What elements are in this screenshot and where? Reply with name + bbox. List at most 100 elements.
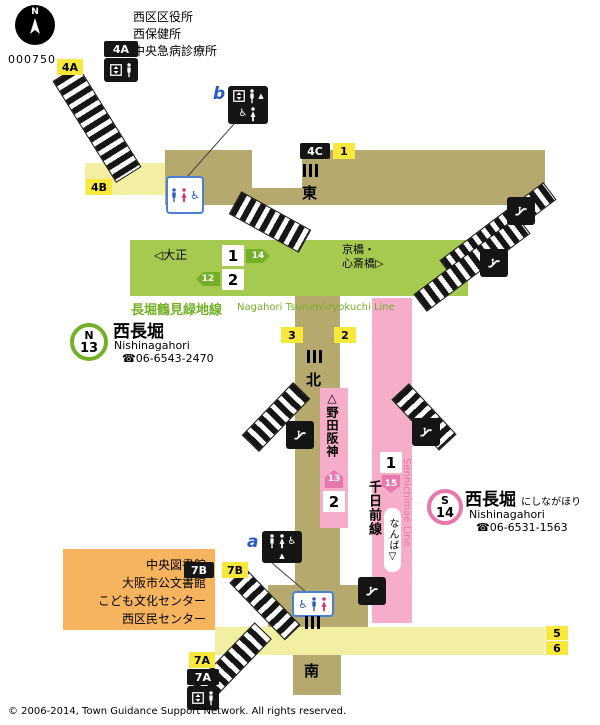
badge-station-number: 14	[435, 505, 455, 521]
pink-platform-1: 1	[380, 452, 402, 473]
north-needle-icon	[30, 18, 40, 34]
map-code: 000750	[8, 53, 56, 66]
legend-marker-a: a	[247, 532, 259, 552]
pink-dir-namba: なんば▽	[384, 508, 401, 572]
restroom-woman-icon	[180, 188, 188, 203]
corridor-north-concourse	[165, 150, 545, 205]
escalator-icon	[293, 428, 307, 442]
exit-3-yellow: 3	[281, 327, 303, 343]
station-name-green-jp: 西長堀	[113, 322, 164, 342]
corridor-south-yellow	[215, 627, 545, 655]
escalator-icon	[487, 256, 501, 270]
ticket-gate-south-icon	[305, 616, 320, 629]
station-name-pink-row: 西長堀 にしながほり	[465, 485, 581, 510]
badge-line-letter: S	[441, 493, 449, 507]
elevator-icon	[232, 89, 246, 103]
station-name-pink-jp: 西長堀	[465, 490, 516, 510]
landmarks-bottom: 中央図書館 大阪市公文書館 こども文化センター 西区民センター	[70, 556, 206, 628]
restroom-man-icon	[170, 188, 178, 203]
escalator-box-east-1	[507, 197, 535, 225]
dir-kyobashi-line1: 京橋・	[342, 243, 375, 256]
escalator-icon	[514, 204, 528, 218]
exit-7a-black-tag: 7A	[187, 669, 219, 685]
triangle-up-icon: ▲	[279, 552, 285, 560]
exit-4c-black-tag: 4C	[300, 143, 330, 159]
corridor-south-stub	[293, 655, 341, 695]
landmark-ward-office: 西区区役所	[133, 10, 194, 24]
pink-platform-2: 2	[323, 491, 345, 512]
exit-4b-yellow: 4B	[86, 179, 112, 195]
escalator-box-pink-south	[358, 577, 386, 605]
concourse-void	[252, 150, 302, 188]
restroom-man-icon	[310, 597, 318, 612]
exit-4a-black-tag: 4A	[104, 41, 138, 57]
station-name-pink-kana: にしながほり	[521, 497, 582, 508]
escalator-icon	[365, 584, 379, 598]
station-name-pink-en: Nishinagahori	[469, 508, 545, 521]
restroom-woman-icon	[278, 534, 286, 549]
escalator-icon	[419, 425, 433, 439]
green-line-name-jp: 長堀鶴見緑地線	[131, 303, 223, 318]
legend-b-facility-icons: ▲ ♿	[228, 86, 268, 124]
landmark-city-archives: 大阪市公文書館	[121, 576, 206, 590]
badge-station-number: 13	[79, 340, 99, 356]
wheelchair-icon: ♿	[298, 597, 308, 611]
station-tel-green: ☎06-6543-2470	[122, 352, 214, 365]
landmark-children-culture-center: こども文化センター	[97, 594, 206, 608]
exit-4a-facility-icons	[104, 58, 138, 82]
station-tel-pink: ☎06-6531-1563	[476, 521, 568, 534]
gate-east-label: 東	[302, 184, 318, 202]
green-dir-kyobashi: 京橋・ 心斎橋▷	[342, 243, 383, 271]
restroom-icon	[207, 691, 215, 706]
landmark-emergency-clinic: 中央急病診療所	[133, 44, 218, 58]
toilet-box-south: ♿	[292, 591, 334, 617]
ticket-gate-east-icon	[303, 164, 318, 177]
compass-n-label: N	[31, 7, 39, 17]
escalator-box-column-right	[412, 418, 440, 446]
badge-line-letter: N	[84, 328, 94, 342]
restroom-woman-icon	[249, 107, 257, 122]
landmark-ward-community-center: 西区民センター	[121, 612, 206, 626]
exit-7a-facility-icons	[187, 686, 219, 710]
exit-4a-yellow: 4A	[57, 59, 83, 75]
restroom-woman-icon	[320, 597, 328, 612]
exit-6-yellow: 6	[546, 641, 568, 655]
copyright-text: © 2006-2014, Town Guidance Support Netwo…	[8, 706, 347, 717]
elevator-icon	[109, 63, 123, 77]
landmark-health-center: 西保健所	[133, 27, 182, 41]
restroom-man-icon	[268, 534, 276, 549]
elevator-icon	[191, 691, 205, 705]
pink-dir-nodahanshin: △野田阪神	[325, 391, 339, 458]
ticket-gate-north-icon	[307, 350, 322, 363]
escalator-box-east-2	[480, 249, 508, 277]
green-next-station-14: 14	[246, 249, 270, 263]
exit-7b-yellow: 7B	[222, 562, 248, 578]
gate-south-label: 南	[304, 662, 320, 680]
legend-a-facility-icons: ♿ ▲	[262, 531, 302, 563]
pink-next-station-15: 15	[382, 475, 400, 493]
green-line-name-en: Nagahori Tsurumi-ryokuchi Line	[237, 302, 395, 313]
green-platform-1: 1	[222, 245, 244, 266]
wheelchair-icon: ♿	[190, 188, 200, 202]
green-platform-2: 2	[222, 269, 244, 290]
restroom-icon	[125, 63, 133, 78]
pink-line-name-jp: 千日前線	[366, 480, 381, 536]
legend-marker-b: b	[213, 84, 226, 104]
wheelchair-icon: ♿	[238, 108, 248, 119]
station-badge-n13: N 13	[70, 323, 108, 361]
exit-7b-black-tag: 7B	[184, 562, 214, 578]
green-next-station-12: 12	[196, 272, 220, 286]
exit-2-yellow: 2	[334, 327, 356, 343]
pink-line-name-en: Sennichimae Line	[401, 458, 412, 547]
green-dir-taisho: ◁大正	[154, 248, 188, 262]
gate-north-label: 北	[306, 371, 322, 389]
station-badge-s14: S 14	[427, 489, 463, 525]
restroom-man-icon	[248, 89, 256, 104]
compass: N	[15, 5, 55, 45]
station-name-green-en: Nishinagahori	[114, 339, 190, 352]
exit-5-yellow: 5	[546, 626, 568, 640]
exit-1-yellow: 1	[333, 143, 355, 159]
escalator-box-column-left	[286, 421, 314, 449]
